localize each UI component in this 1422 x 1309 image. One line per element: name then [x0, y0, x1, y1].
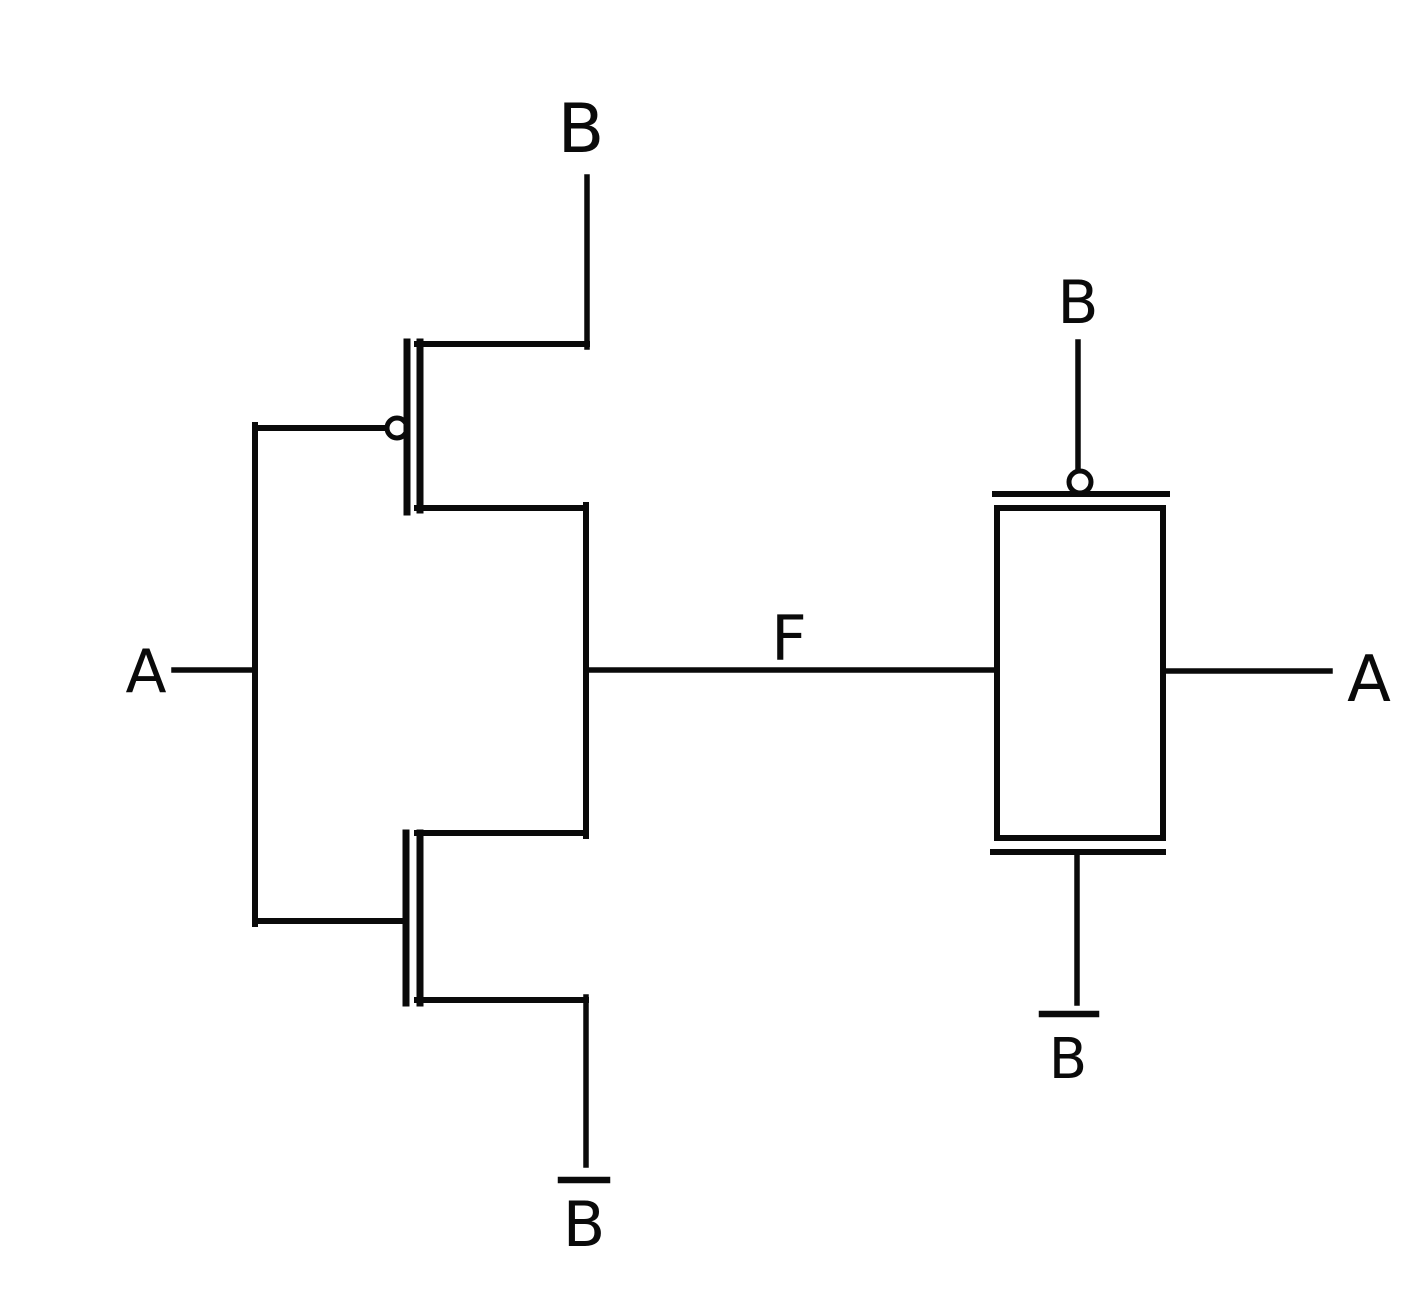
tgate-body-rect — [994, 505, 1166, 841]
output-a-label: A — [1347, 643, 1391, 717]
tgate-inversion-bubble-icon — [1066, 468, 1094, 496]
tgate-b-top-label: B — [1057, 268, 1098, 338]
input-a-label: A — [125, 637, 166, 707]
f-node-label: F — [771, 602, 807, 675]
b-bar-bottom-rail-label: B — [563, 1188, 606, 1261]
b-top-rail-label: B — [558, 90, 605, 169]
tgate-b-bar-label: B — [1049, 1027, 1087, 1092]
